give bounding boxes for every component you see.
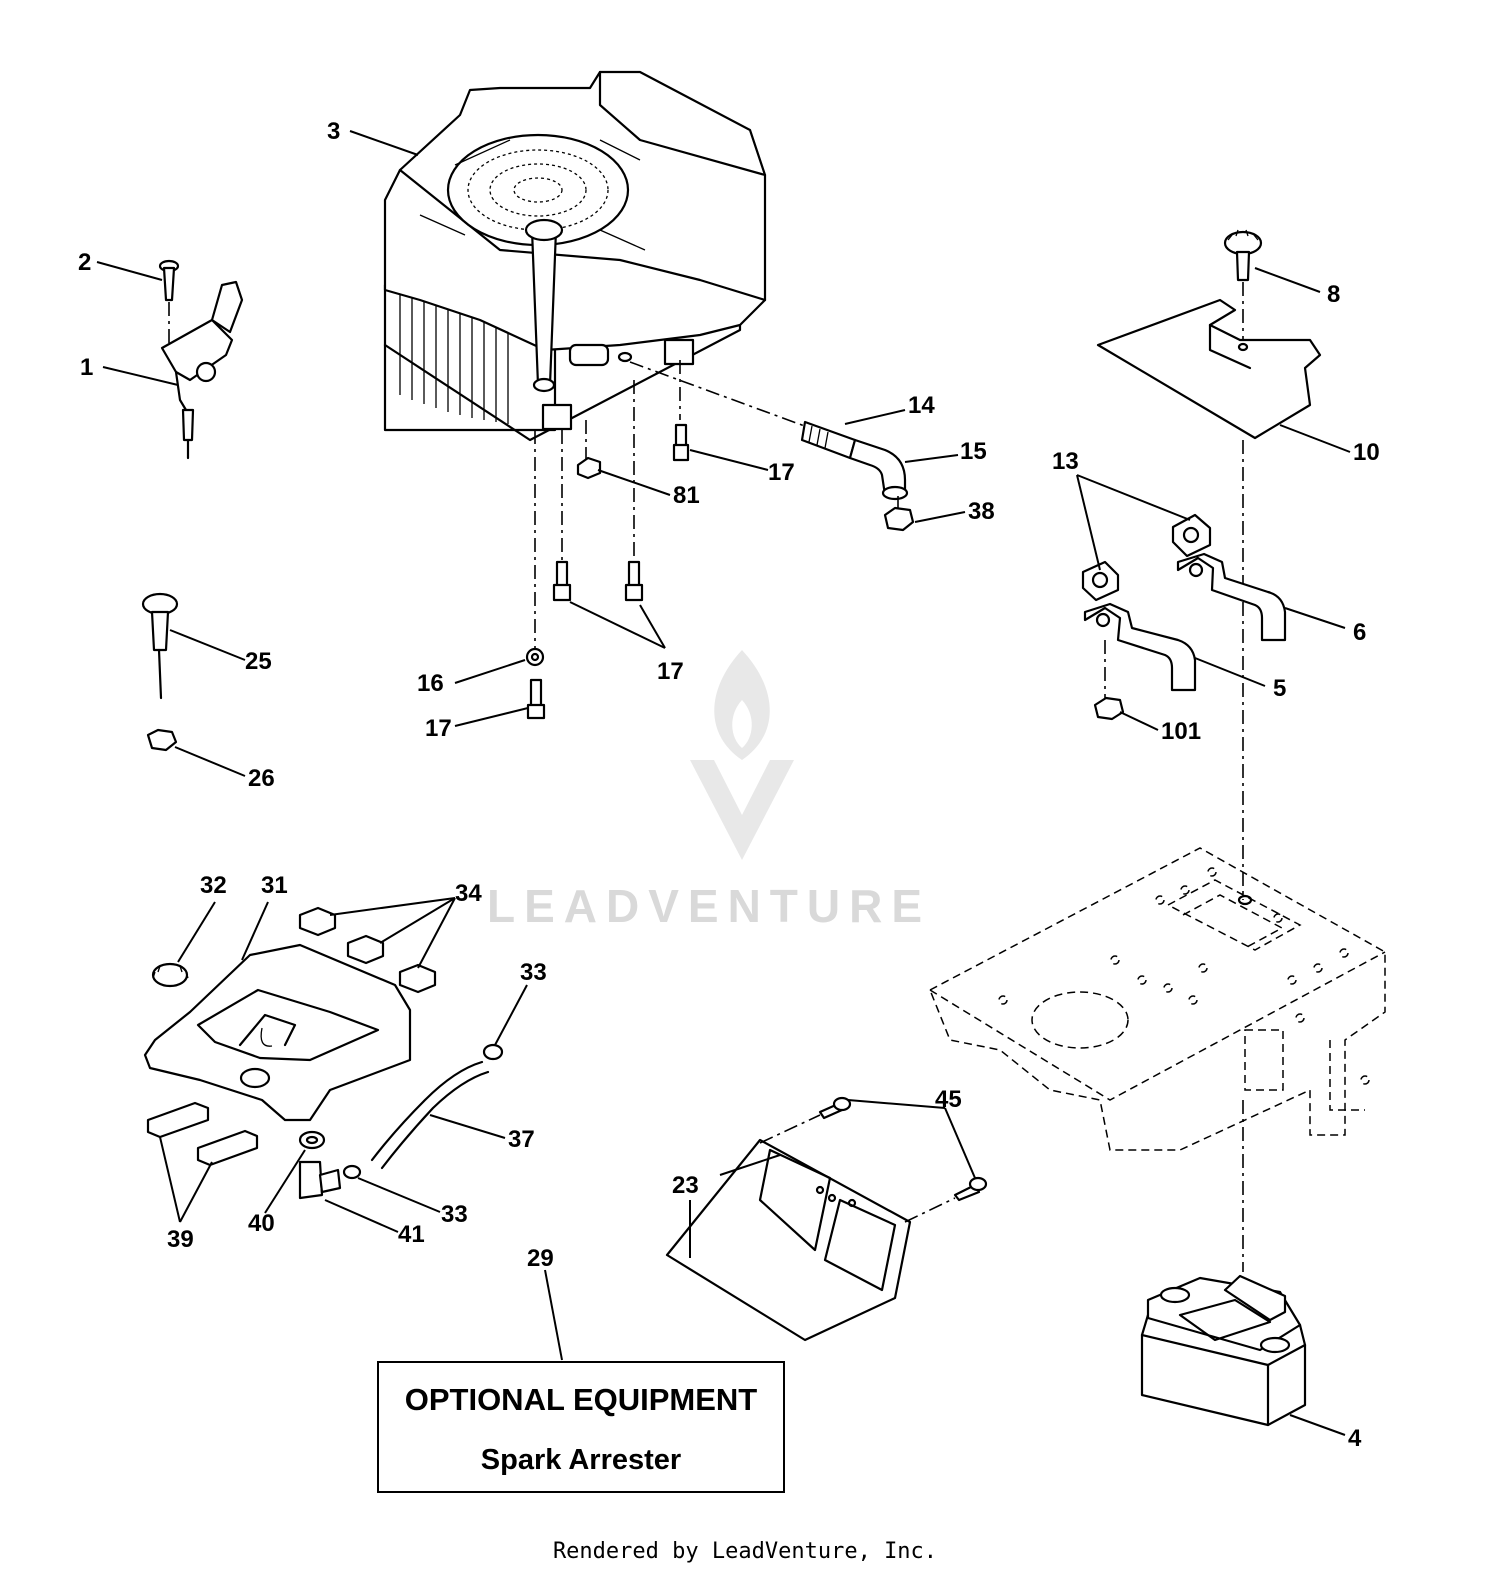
- callout-31: 31: [261, 872, 288, 899]
- watermark-text: LEADVENTURE: [487, 880, 931, 932]
- optional-equipment-subtitle: Spark Arrester: [481, 1444, 681, 1476]
- callout-15: 15: [960, 438, 987, 465]
- optional-equipment-title: OPTIONAL EQUIPMENT: [405, 1382, 758, 1417]
- oil-drain-assembly: [629, 361, 915, 532]
- callout-2: 2: [78, 249, 91, 276]
- callout-33-a: 33: [520, 959, 547, 986]
- callout-34: 34: [455, 880, 482, 907]
- hose-clamp-33-upper: [482, 1043, 504, 1061]
- callout-45: 45: [935, 1086, 962, 1113]
- exhaust-gaskets: [1081, 513, 1212, 602]
- callout-81: 81: [673, 482, 700, 509]
- foam-pads-39: [146, 1101, 259, 1167]
- callout-8: 8: [1327, 281, 1340, 308]
- choke-cable-knob: [141, 592, 179, 700]
- exhaust-pipe-6: [1176, 552, 1287, 642]
- callout-101: 101: [1161, 718, 1201, 745]
- callout-39: 39: [167, 1226, 194, 1253]
- footer-credit: Rendered by LeadVenture, Inc.: [553, 1539, 937, 1564]
- shield-plate: [665, 1138, 912, 1342]
- callout-37: 37: [508, 1126, 535, 1153]
- callout-14: 14: [908, 392, 935, 419]
- callout-3: 3: [327, 118, 340, 145]
- callout-41: 41: [398, 1221, 425, 1248]
- callout-26: 26: [248, 765, 275, 792]
- watermark-logo: [690, 650, 794, 860]
- hex-nut-101: [1093, 696, 1125, 721]
- hex-nut-26: [146, 728, 178, 752]
- callout-17-a: 17: [768, 459, 795, 486]
- callout-10: 10: [1353, 439, 1380, 466]
- fuel-line: [370, 1060, 490, 1170]
- callout-40: 40: [248, 1210, 275, 1237]
- flange-screw-8: [1223, 229, 1263, 340]
- fuel-tank: [143, 943, 412, 1122]
- tank-grommet: [298, 1130, 326, 1150]
- throttle-control-assembly: [158, 259, 244, 460]
- callout-6: 6: [1353, 619, 1366, 646]
- foam-pads-34: [298, 906, 437, 994]
- callout-33-b: 33: [441, 1201, 468, 1228]
- callout-labels: 3 2 1 8 10 14 15 38 17 81 13 6 5 101 25 …: [78, 118, 1380, 1452]
- heat-shield: [1096, 298, 1322, 440]
- callout-17-b: 17: [657, 658, 684, 685]
- hose-clamp-33-lower: [342, 1164, 362, 1180]
- muffler: [1140, 1274, 1307, 1427]
- engine-mount-hardware: [525, 360, 690, 720]
- callout-13: 13: [1052, 448, 1079, 475]
- fuel-cap: [151, 962, 189, 988]
- mower-frame-phantom: [929, 847, 1386, 1151]
- optional-equipment-box: OPTIONAL EQUIPMENT Spark Arrester: [377, 1361, 785, 1493]
- callout-5: 5: [1273, 675, 1286, 702]
- engine-block: [383, 70, 767, 442]
- callout-32: 32: [200, 872, 227, 899]
- callout-4: 4: [1348, 1425, 1362, 1452]
- callout-leaders: [96, 130, 1351, 1436]
- flange-screws-45: [759, 1096, 988, 1223]
- fuel-shutoff-valve: [298, 1160, 342, 1200]
- callout-16: 16: [417, 670, 444, 697]
- callout-17-c: 17: [425, 715, 452, 742]
- callout-38: 38: [968, 498, 995, 525]
- callout-25: 25: [245, 648, 272, 675]
- exhaust-pipe-5: [1083, 602, 1197, 692]
- callout-29: 29: [527, 1245, 554, 1272]
- callout-23: 23: [672, 1172, 699, 1199]
- callout-1: 1: [80, 354, 93, 381]
